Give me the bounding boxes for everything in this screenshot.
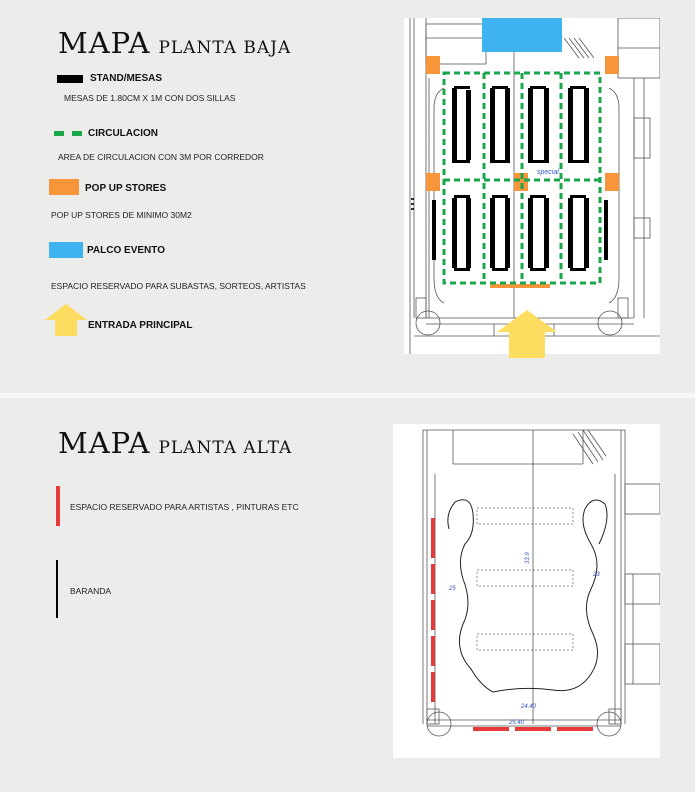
popup-store bbox=[514, 173, 528, 191]
popup-store bbox=[426, 56, 440, 74]
dim-label: 24.40 bbox=[520, 704, 537, 710]
dim-label: 25 bbox=[448, 586, 456, 592]
title-sub: PLANTA BAJA bbox=[158, 38, 292, 58]
palco-area bbox=[482, 18, 562, 52]
entrada-plan-arrow-icon bbox=[497, 310, 557, 358]
entrada-arrow-icon bbox=[45, 304, 87, 336]
popup-swatch bbox=[49, 179, 79, 195]
stand-swatch bbox=[57, 75, 83, 83]
planta-baja-section: MAPA PLANTA BAJA STAND/MESAS MESAS DE 1.8… bbox=[0, 0, 695, 393]
popup-label: POP UP STORES bbox=[85, 183, 167, 194]
popup-store bbox=[426, 173, 440, 191]
planta-alta-drawing: 33.9 25 23 24.40 25.40 bbox=[422, 429, 660, 737]
planta-alta-plan: 33.9 25 23 24.40 25.40 bbox=[393, 424, 660, 758]
baranda-swatch bbox=[56, 560, 58, 618]
popup-desc: POP UP STORES DE MINIMO 30M2 bbox=[51, 210, 192, 220]
dim-label: 25.40 bbox=[508, 720, 525, 726]
baranda-label: BARANDA bbox=[70, 586, 112, 596]
planta-baja-title: MAPA PLANTA BAJA bbox=[58, 26, 291, 60]
planta-baja-plan: special bbox=[404, 18, 660, 354]
entrada-label: ENTRADA PRINCIPAL bbox=[88, 320, 193, 331]
dim-label: 23 bbox=[592, 572, 600, 578]
title-sub: PLANTA ALTA bbox=[158, 438, 293, 458]
artistas-swatch bbox=[56, 486, 60, 526]
popup-store bbox=[490, 284, 550, 288]
title-main: MAPA bbox=[58, 26, 151, 60]
planta-alta-tables bbox=[476, 507, 574, 651]
planta-alta-section: MAPA PLANTA ALTA ESPACIO RESERVADO PARA A… bbox=[0, 398, 695, 792]
stands bbox=[432, 86, 608, 271]
circulacion-label: CIRCULACION bbox=[88, 128, 158, 139]
plan-annotation: special bbox=[537, 169, 559, 176]
stand-label: STAND/MESAS bbox=[90, 73, 163, 84]
palco-desc: ESPACIO RESERVADO PARA SUBASTAS, SORTEOS… bbox=[51, 281, 306, 291]
circulacion-desc: AREA DE CIRCULACION CON 3M POR CORREDOR bbox=[58, 152, 264, 162]
stand-desc: MESAS DE 1.80CM X 1M CON DOS SILLAS bbox=[64, 93, 236, 103]
circulation-grid bbox=[442, 71, 602, 285]
balcony-baranda bbox=[454, 499, 608, 693]
palco-swatch bbox=[49, 242, 83, 258]
circulacion-swatch bbox=[54, 131, 82, 136]
dim-label: 33.9 bbox=[525, 552, 531, 564]
popup-store bbox=[605, 56, 619, 74]
palco-label: PALCO EVENTO bbox=[87, 245, 165, 256]
planta-alta-title: MAPA PLANTA ALTA bbox=[58, 426, 292, 460]
section-divider bbox=[0, 393, 695, 398]
artistas-label: ESPACIO RESERVADO PARA ARTISTAS , PINTUR… bbox=[70, 502, 299, 512]
planta-baja-drawing: special bbox=[409, 18, 660, 354]
popup-store bbox=[605, 173, 619, 191]
title-main: MAPA bbox=[58, 426, 151, 460]
artist-zones bbox=[431, 518, 593, 731]
